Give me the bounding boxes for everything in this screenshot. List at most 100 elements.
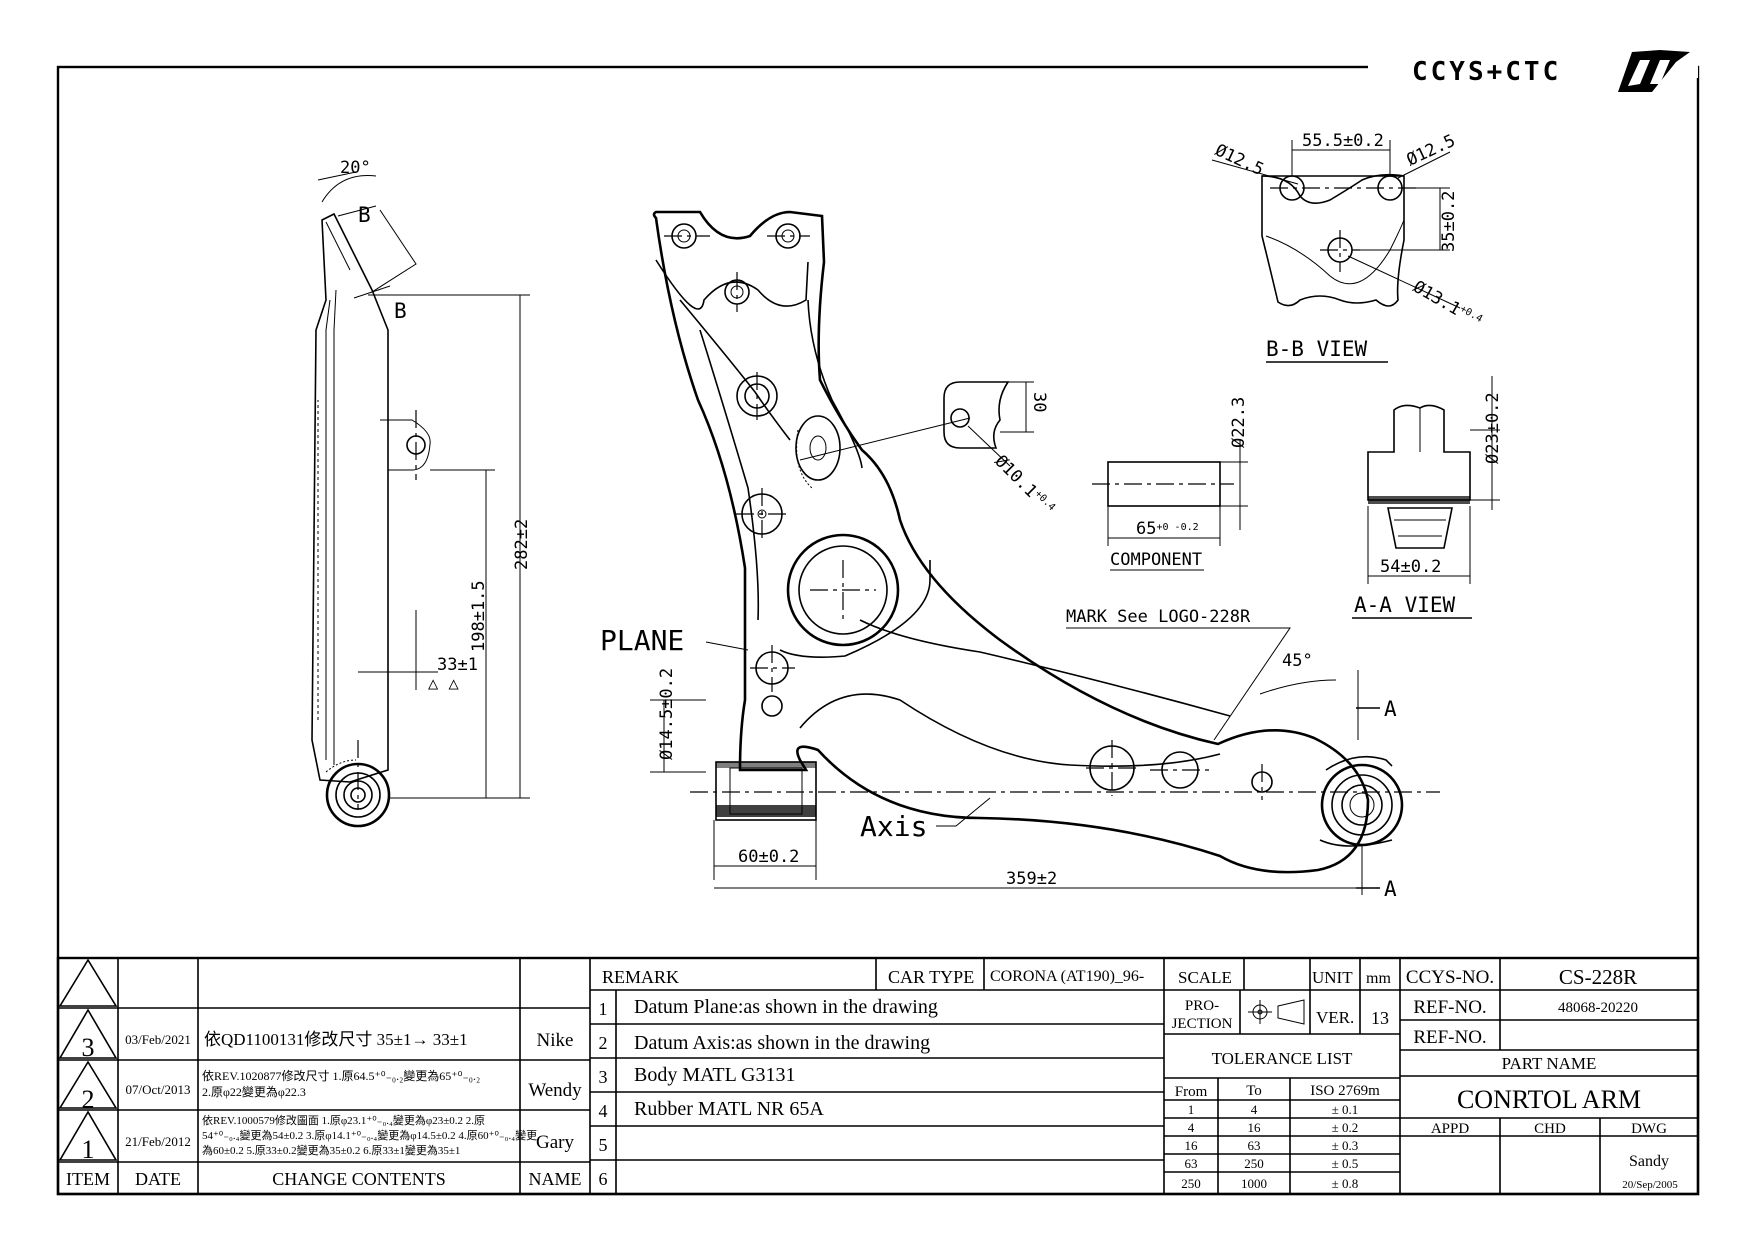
tol-header-iso: ISO 2769m [1310, 1083, 1380, 1099]
rev-3-content: 依QD1100131修改尺寸 35±1→ 33±1 [204, 1030, 468, 1049]
car-type-value: CORONA (AT190)_96- [990, 968, 1144, 985]
dim-12-5-right: Ø12.5 [1404, 131, 1459, 171]
remark-6-no: 6 [599, 1169, 608, 1189]
plane-label: PLANE [600, 624, 684, 657]
angle-45-label: 45° [1282, 651, 1313, 671]
ccys-label: CCYS-NO. [1406, 967, 1494, 988]
dim-35: 35±0.2 [1439, 191, 1459, 252]
dim-198: 198±1.5 [469, 580, 489, 652]
dim-359: 359±2 [1006, 869, 1057, 889]
side-view: 20° B B 282±2 198±1.5 33±1 △ △ [311, 158, 532, 828]
remark-5-no: 5 [599, 1135, 608, 1155]
rev-1-content-line3: 為60±0.2 5.原33±0.2變更為35±0.2 6.原33±1變更為35±… [202, 1143, 460, 1157]
dim-13-1: Ø13.1+0.4 [1410, 277, 1485, 332]
ccys-number: CS-228R [1559, 965, 1637, 989]
tol-row: ± 0.2 [1332, 1120, 1359, 1135]
section-a-top: A [1384, 697, 1397, 721]
unit-label: UNIT [1312, 968, 1353, 987]
dim-55-5: 55.5±0.2 [1302, 131, 1384, 151]
tol-row: 1 [1188, 1102, 1195, 1117]
aa-view: Ø23±0.2 54±0.2 A-A VIEW [1352, 376, 1503, 619]
remark-2-text: Datum Axis:as shown in the drawing [634, 1032, 930, 1054]
tol-row: 16 [1185, 1138, 1199, 1153]
ver-label: VER. [1316, 1008, 1354, 1027]
rev-1-item: 1 [82, 1135, 95, 1164]
drawn-by: Sandy [1629, 1153, 1669, 1170]
tolerance-table: SCALE UNIT mm PRO- JECTION VER. 13 TOLER… [1163, 958, 1401, 1194]
dim-33: 33±1 [437, 655, 478, 675]
drawing-date: 20/Sep/2005 [1622, 1179, 1678, 1191]
title-block: 3 2 1 03/Feb/2021 07/Oct/2013 21/Feb/201… [56, 956, 1700, 1196]
projection-symbol-icon [1248, 999, 1305, 1025]
rev-1-content-line2: 54⁺⁰₋₀.₄變更為54±0.2 3.原φ14.1⁺⁰₋₀.₄變更為φ14.5… [202, 1128, 537, 1142]
ref-label-2: REF-NO. [1413, 1027, 1486, 1048]
part-name-label: PART NAME [1502, 1054, 1597, 1073]
main-view: 30 Ø10.1+0.4 PLANE Ø14.5±0.2 Axis 60±0.2… [600, 210, 1440, 901]
component-label: COMPONENT [1110, 550, 1202, 570]
ref-label: REF-NO. [1413, 997, 1486, 1018]
dim-10-1: Ø10.1+0.4 [990, 451, 1057, 518]
projection-label-2: JECTION [1172, 1016, 1233, 1032]
header-change-contents: CHANGE CONTENTS [272, 1169, 446, 1189]
bb-view: 55.5±0.2 Ø12.5 Ø12.5 35±0.2 Ø13.1+0.4 B-… [1211, 131, 1485, 363]
rev-3-item: 3 [82, 1033, 95, 1062]
rev-1-name: Gary [536, 1132, 574, 1153]
header-item: ITEM [66, 1169, 110, 1189]
car-type-label: CAR TYPE [888, 967, 974, 987]
rev-3-date: 03/Feb/2021 [125, 1032, 191, 1047]
remark-title: REMARK [602, 967, 679, 987]
remark-4-text: Rubber MATL NR 65A [634, 1098, 824, 1120]
tol-header-from: From [1175, 1084, 1208, 1100]
projection-label-1: PRO- [1185, 998, 1219, 1014]
tol-row: ± 0.1 [1332, 1102, 1359, 1117]
angle-20-label: 20° [340, 158, 371, 178]
appd-label: APPD [1431, 1121, 1470, 1137]
tol-row: 16 [1248, 1120, 1262, 1135]
tol-row: ± 0.3 [1332, 1138, 1359, 1153]
dim-30: 30 [1029, 392, 1049, 412]
company-logo: CCYS+CTC [1412, 50, 1690, 92]
dim-22-3: Ø22.3 [1229, 397, 1249, 448]
section-b-top: B [358, 203, 371, 227]
tolerance-title: TOLERANCE LIST [1212, 1049, 1353, 1068]
rev-2-content-line2: 2.原φ22變更為φ22.3 [202, 1084, 306, 1099]
tol-row: 250 [1181, 1176, 1201, 1191]
change-history-table: 3 2 1 03/Feb/2021 07/Oct/2013 21/Feb/201… [58, 958, 591, 1194]
aa-view-label: A-A VIEW [1354, 593, 1456, 617]
svg-text:△ △: △ △ [428, 674, 459, 694]
part-info-table: CCYS-NO. CS-228R REF-NO. 48068-20220 REF… [1400, 958, 1698, 1194]
remark-2-no: 2 [599, 1033, 608, 1053]
ref-number: 48068-20220 [1558, 1000, 1638, 1016]
dim-23: Ø23±0.2 [1483, 392, 1503, 464]
bb-view-label: B-B VIEW [1266, 337, 1368, 361]
mounting-holes [671, 223, 1273, 793]
axis-label: Axis [860, 810, 927, 843]
rev-2-item: 2 [82, 1085, 95, 1114]
rev-2-date: 07/Oct/2013 [126, 1082, 191, 1097]
rev-1-content-line1: 依REV.1000579修改圖面 1.原φ23.1⁺⁰₋₀.₄變更為φ23±0.… [202, 1113, 485, 1127]
tol-header-to: To [1246, 1083, 1262, 1099]
component-view: Ø22.3 65+0 -0.2 COMPONENT [1092, 397, 1249, 571]
remark-3-text: Body MATL G3131 [634, 1064, 795, 1086]
dwg-label: DWG [1631, 1121, 1667, 1137]
dim-54: 54±0.2 [1380, 557, 1441, 577]
tol-row: 63 [1248, 1138, 1261, 1153]
logo-text: CCYS+CTC [1412, 57, 1561, 87]
chd-label: CHD [1534, 1121, 1566, 1137]
unit-value: mm [1366, 970, 1391, 987]
tol-row: ± 0.8 [1332, 1176, 1359, 1191]
remark-3-no: 3 [599, 1067, 608, 1087]
dim-65: 65+0 -0.2 [1136, 519, 1199, 539]
part-name: CONRTOL ARM [1457, 1085, 1641, 1114]
header-date: DATE [135, 1169, 181, 1189]
tol-row: 63 [1185, 1156, 1198, 1171]
remark-4-no: 4 [599, 1101, 608, 1121]
rev-2-name: Wendy [528, 1080, 582, 1101]
tol-row: ± 0.5 [1332, 1156, 1359, 1171]
mark-label: MARK See LOGO-228R [1066, 607, 1251, 627]
rev-1-date: 21/Feb/2012 [125, 1134, 191, 1149]
section-b-bottom: B [394, 299, 407, 323]
dim-12-5-left: Ø12.5 [1212, 140, 1267, 180]
tol-row: 4 [1188, 1120, 1195, 1135]
